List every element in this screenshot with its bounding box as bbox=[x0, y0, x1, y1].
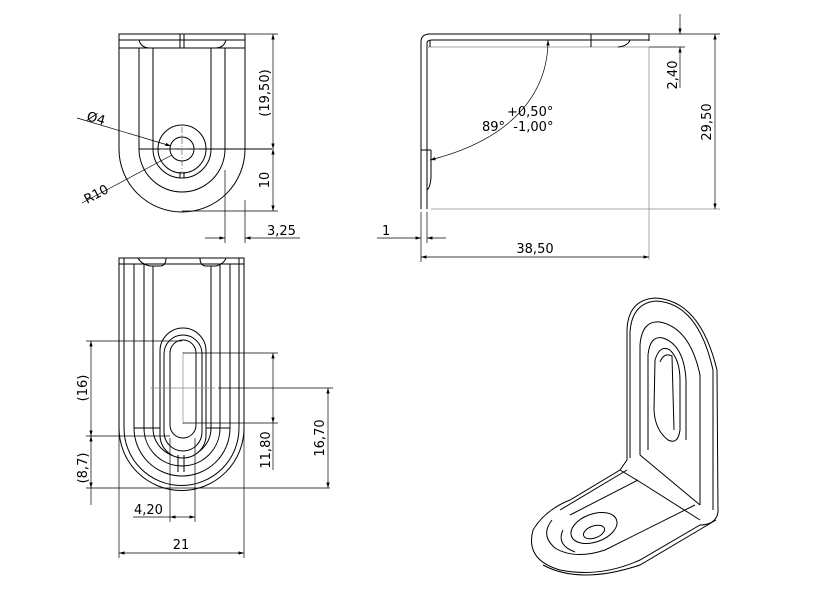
dim-4-20: 4,20 bbox=[134, 503, 163, 518]
dim-21: 21 bbox=[173, 538, 190, 553]
dim-29-50: 29,50 bbox=[700, 103, 715, 140]
isometric-view bbox=[531, 297, 719, 576]
dim-11-80: 11,80 bbox=[259, 431, 274, 468]
dim-16-70: 16,70 bbox=[313, 419, 328, 456]
angle-tolerance-plus: +0,50° bbox=[507, 105, 553, 120]
side-view: +0,50° 89° -1,00° 29,50 2,40 1 38,50 bbox=[377, 14, 720, 262]
dim-19-50: (19,50) bbox=[258, 69, 273, 116]
dim-2-40: 2,40 bbox=[666, 61, 681, 90]
top-view: (19,50) 10 3,25 Ø4 R10 bbox=[76, 33, 300, 243]
dim-16-ref: (16) bbox=[76, 375, 91, 402]
dim-38-50: 38,50 bbox=[516, 242, 553, 257]
front-view: (16) (8,7) 11,80 16,70 4,20 21 bbox=[76, 257, 333, 558]
dim-1: 1 bbox=[382, 224, 390, 239]
dim-10: 10 bbox=[258, 172, 273, 189]
dim-8-7-ref: (8,7) bbox=[76, 453, 91, 484]
dim-r10: R10 bbox=[82, 182, 112, 207]
angle-value: 89° -1,00° bbox=[482, 120, 553, 135]
dim-diameter-4: Ø4 bbox=[85, 109, 107, 129]
dim-3-25: 3,25 bbox=[267, 224, 296, 239]
